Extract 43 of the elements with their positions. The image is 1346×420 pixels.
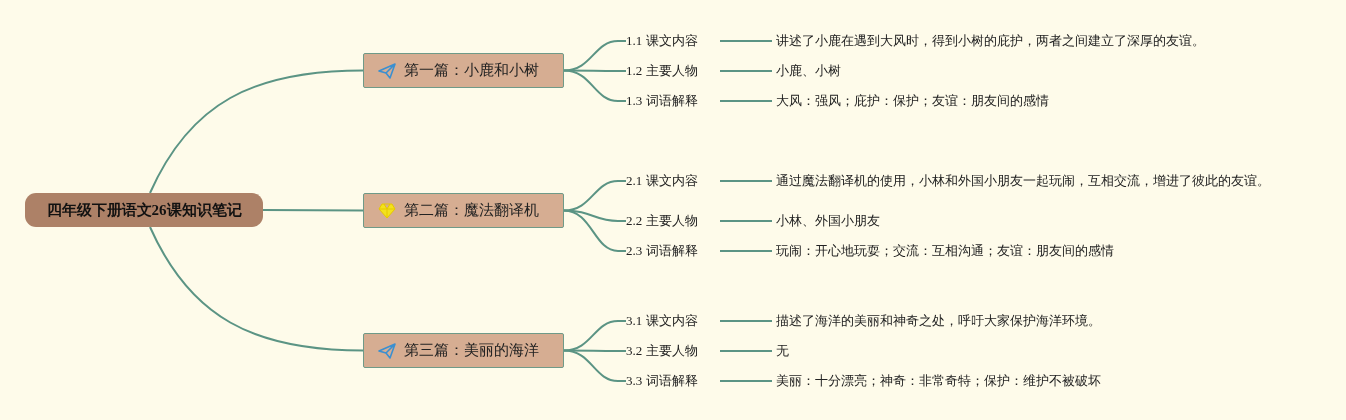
connector-line (719, 70, 773, 72)
note-text: 小林、外国小朋友 (776, 211, 1286, 231)
subtopic-label: 3.1 课文内容 (626, 311, 718, 331)
connector-line (719, 40, 773, 42)
note-text: 大风：强风；庇护：保护；友谊：朋友间的感情 (776, 91, 1286, 111)
connector-line (719, 100, 773, 102)
topic-box (363, 53, 564, 88)
connector-line (719, 380, 773, 382)
note-text: 通过魔法翻译机的使用，小林和外国小朋友一起玩闹，互相交流，增进了彼此的友谊。 (776, 161, 1286, 201)
topic-box (363, 193, 564, 228)
connector-line (563, 320, 627, 352)
subtopic-label: 3.3 词语解释 (626, 371, 718, 391)
subtopic-label: 2.1 课文内容 (626, 171, 718, 191)
connector-line (719, 220, 773, 222)
connector-line (719, 320, 773, 322)
subtopic-label: 1.3 词语解释 (626, 91, 718, 111)
connector-line (719, 250, 773, 252)
topic-title: 第三篇：美丽的海洋 (404, 341, 539, 360)
subtopic-label: 1.1 课文内容 (626, 31, 718, 51)
note-text: 小鹿、小树 (776, 61, 1286, 81)
note-text: 描述了海洋的美丽和神奇之处，呼吁大家保护海洋环境。 (776, 311, 1286, 331)
connector-line (149, 226, 364, 352)
subtopic-label: 2.2 主要人物 (626, 211, 718, 231)
connector-line (719, 180, 773, 182)
note-text: 美丽：十分漂亮；神奇：非常奇特；保护：维护不被破坏 (776, 371, 1286, 391)
central-topic-box: 四年级下册语文26课知识笔记 (25, 193, 263, 227)
note-text: 讲述了小鹿在遇到大风时，得到小树的庇护，两者之间建立了深厚的友谊。 (776, 31, 1286, 51)
topic-title: 第二篇：魔法翻译机 (404, 201, 539, 220)
connector-line (563, 180, 627, 212)
subtopic-label: 1.2 主要人物 (626, 61, 718, 81)
note-text: 玩闹：开心地玩耍；交流：互相沟通；友谊：朋友间的感情 (776, 241, 1286, 261)
connector-line (149, 69, 364, 194)
subtopic-label: 2.3 词语解释 (626, 241, 718, 261)
connector-line (563, 40, 627, 72)
connector-line (563, 349, 627, 382)
connector-line (563, 69, 627, 102)
connector-line (563, 209, 627, 252)
connector-line (262, 209, 364, 212)
topic-title: 第一篇：小鹿和小树 (404, 61, 539, 80)
topic-box (363, 333, 564, 368)
connector-line (719, 350, 773, 352)
subtopic-label: 3.2 主要人物 (626, 341, 718, 361)
note-text: 无 (776, 341, 1286, 361)
